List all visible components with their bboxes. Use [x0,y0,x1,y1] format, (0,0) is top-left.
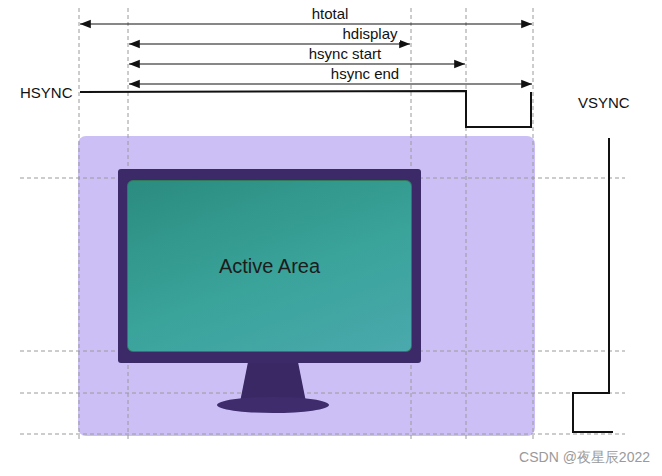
signal-name: HSYNC [18,84,75,101]
signal-name: VSYNC [576,94,632,111]
timing-label: hsync end [329,65,401,82]
watermark: CSDN @夜星辰2022 [517,449,652,466]
blanking-region [78,136,535,436]
active-area-box: Active Area [127,180,412,352]
timing-label: hdisplay [340,25,399,42]
timing-label: hsync start [307,45,384,62]
monitor [118,169,421,413]
timing-label: htotal [310,5,351,22]
dimension-arrows [80,24,532,84]
area-label: Active Area [219,255,320,278]
hsync-waveform [80,91,531,127]
grid-lines [20,8,625,442]
vsync-waveform [573,138,613,432]
